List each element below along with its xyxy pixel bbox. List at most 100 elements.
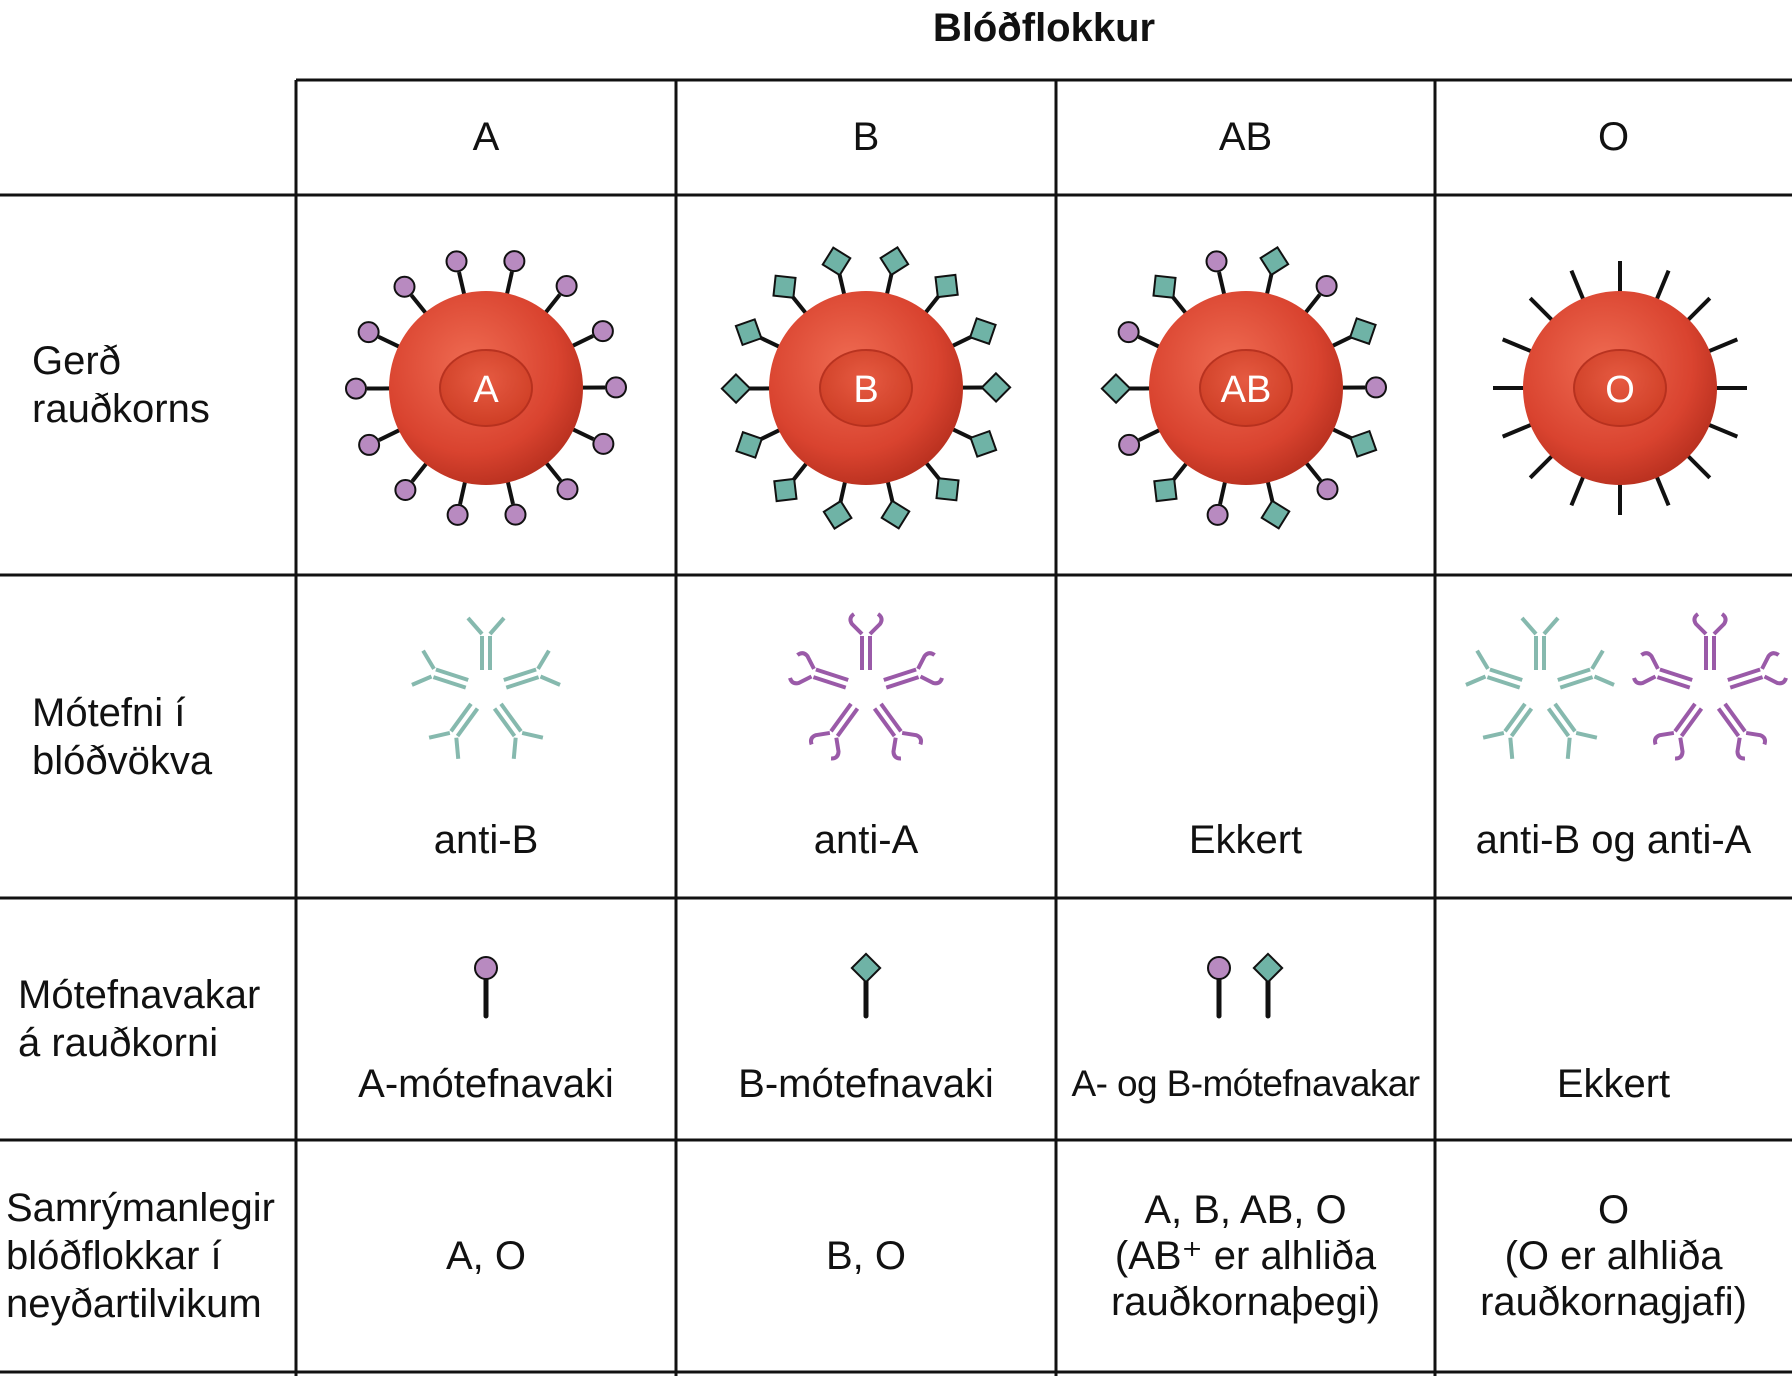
- antigen-text-ab: A- og B-mótefnavakar: [1071, 1063, 1420, 1104]
- antigen-b-icon: [880, 499, 911, 530]
- antigen-a-icon: [1364, 376, 1387, 399]
- compatible-line: A, O: [445, 1234, 527, 1278]
- compatible-line: B, O: [825, 1234, 907, 1278]
- cell-spike: [1501, 421, 1535, 439]
- anti-a-antibody-icon: [788, 612, 944, 761]
- compatible-line: A, B, AB, O: [1144, 1188, 1347, 1232]
- row-label-line: Gerð: [32, 339, 121, 383]
- antigen-b-icon: [934, 273, 959, 299]
- antigen-a-icon: [345, 377, 368, 400]
- antigen-a-icon: [504, 503, 527, 526]
- cell-letter-ab: AB: [1220, 369, 1272, 411]
- antigen-a-icon: [446, 503, 469, 526]
- antigen-b-icon: [980, 371, 1012, 403]
- antibody-text-a: anti-B: [433, 818, 539, 862]
- red-cell-ab: [1100, 245, 1387, 530]
- row-label-line: á rauðkorni: [18, 1021, 219, 1065]
- cell-letter-b: B: [853, 369, 879, 411]
- compatible-line: (O er alhliða: [1504, 1234, 1723, 1278]
- row-label-line: Mótefnavakar: [18, 973, 261, 1017]
- anti-b-antibody-icon: [411, 616, 561, 760]
- anti-b-antibody-icon: [1465, 616, 1615, 760]
- row-label-line: blóðvökva: [32, 738, 213, 783]
- column-header-ab: AB: [1218, 115, 1273, 159]
- anti-a-antibody-icon: [1632, 612, 1788, 761]
- antigen-text-a: A-mótefnavaki: [358, 1062, 614, 1106]
- antigen-a-icon: [591, 320, 614, 343]
- cell-spike: [1653, 269, 1671, 303]
- row-label-line: Samrýmanlegir: [6, 1186, 275, 1230]
- antibody-text-ab: Ekkert: [1188, 818, 1303, 862]
- antigen-b-icon: [935, 477, 960, 502]
- antigen-a-icon: [503, 250, 526, 273]
- row-label-line: Mótefni í: [32, 690, 186, 735]
- row-label-compatible: Samrýmanlegir blóðflokkar í neyðartilvik…: [0, 1140, 296, 1372]
- row-label-plasma-antibodies: Mótefni í blóðvökva: [0, 575, 296, 898]
- antigen-a-icon: [358, 433, 381, 456]
- cell-spike: [1653, 473, 1671, 507]
- red-cell-a: [345, 250, 627, 526]
- diagram-title: Blóðflokkur: [932, 6, 1156, 50]
- antigen-a-icon: [1207, 956, 1231, 980]
- row-label-line: blóðflokkar í: [6, 1234, 222, 1278]
- antigen-a-icon: [1206, 503, 1229, 526]
- antigen-b-icon: [968, 317, 997, 346]
- antigen-b-icon: [773, 477, 798, 503]
- cell-spike: [1684, 296, 1712, 324]
- column-header-b: B: [852, 115, 880, 159]
- compatible-a: A, O: [296, 1140, 676, 1372]
- antigen-b-icon: [969, 429, 998, 458]
- cell-letter-o: O: [1605, 369, 1635, 411]
- antigen-b-icon: [1349, 429, 1378, 458]
- antigen-b-icon: [1152, 274, 1177, 299]
- cell-letter-a: A: [473, 369, 499, 411]
- antigen-a-icon: [474, 956, 498, 980]
- antigen-b-icon: [821, 246, 852, 277]
- row-label-line: neyðartilvikum: [6, 1282, 262, 1326]
- cell-spike: [1684, 452, 1712, 480]
- compatible-line: (AB⁺ er alhliða: [1114, 1234, 1377, 1278]
- antigen-a-icon: [604, 376, 627, 399]
- cell-spike: [1501, 337, 1535, 355]
- antigen-b-icon: [850, 952, 882, 984]
- compatible-b: B, O: [676, 1140, 1056, 1372]
- column-header-o: O: [1597, 115, 1630, 159]
- compatible-line: rauðkornaþegi): [1110, 1280, 1381, 1324]
- antigen-a-icon: [1117, 321, 1140, 344]
- antigen-text-o: Ekkert: [1556, 1062, 1671, 1106]
- row-label-line: rauðkorns: [32, 387, 210, 431]
- antigen-a-icon: [393, 275, 416, 298]
- cell-spike: [1569, 473, 1587, 507]
- antigen-a-icon: [445, 250, 468, 273]
- compatible-line: O: [1597, 1188, 1630, 1232]
- antigen-b-icon: [1348, 317, 1377, 346]
- antigen-b-icon: [822, 499, 853, 531]
- antigen-a-icon: [592, 432, 615, 455]
- antigen-b-icon: [1153, 477, 1178, 503]
- cell-spike: [1528, 452, 1556, 480]
- antigen-a-icon: [394, 478, 417, 501]
- antigen-b-icon: [1100, 373, 1132, 405]
- antigen-b-icon: [735, 430, 764, 459]
- red-cell-b: [720, 245, 1012, 531]
- row-label-cell-type: Gerð rauðkorns: [0, 195, 296, 575]
- antigen-a-icon: [1316, 478, 1339, 501]
- row-label-antigens: Mótefnavakar á rauðkorni: [0, 898, 296, 1140]
- antigen-b-icon: [720, 373, 752, 405]
- antigen-a-icon: [1205, 250, 1228, 273]
- antigen-b-icon: [1260, 499, 1291, 530]
- antigen-a-icon: [1118, 433, 1141, 456]
- compatible-line: rauðkornagjafi): [1480, 1280, 1747, 1324]
- antigen-a-icon: [357, 321, 380, 344]
- antigen-b-icon: [879, 245, 910, 277]
- cell-spike: [1705, 337, 1739, 355]
- cell-spike: [1528, 296, 1556, 324]
- cell-spike: [1569, 269, 1587, 303]
- cell-spike: [1705, 421, 1739, 439]
- antigen-b-icon: [1259, 245, 1290, 277]
- antigen-a-icon: [1315, 275, 1338, 298]
- antigen-text-b: B-mótefnavaki: [738, 1062, 994, 1106]
